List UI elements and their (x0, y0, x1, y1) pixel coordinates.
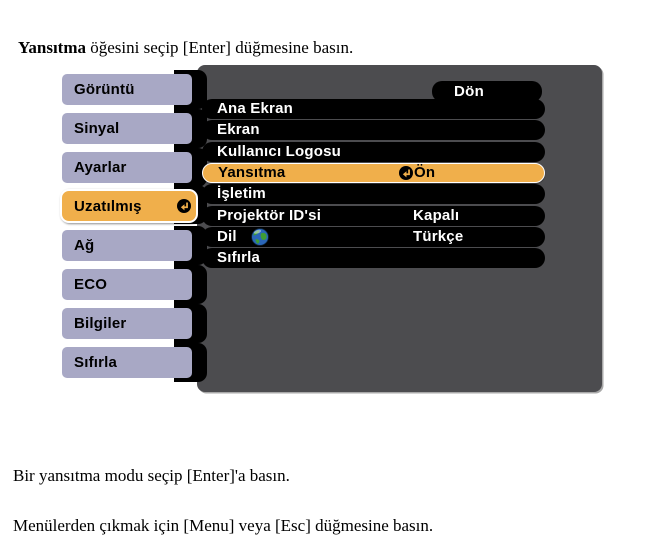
instruction-top: Yansıtma öğesini seçip [Enter] düğmesine… (18, 38, 353, 58)
menu-row-value: Kapalı (413, 207, 460, 224)
sidebar-item-sinyal[interactable]: Sinyal (62, 113, 192, 144)
sidebar-item-goruntu[interactable]: Görüntü (62, 74, 192, 105)
menu-row-value-group: Türkçe (413, 227, 463, 247)
menu-row-value-group: Kapalı (413, 206, 459, 226)
menu-row-kullanici-logosu[interactable]: Kullanıcı Logosu (202, 142, 545, 162)
instruction-middle: Bir yansıtma modu seçip [Enter]'a basın. (13, 466, 290, 485)
instruction-top-rest: öğesini seçip [Enter] düğmesine basın. (86, 38, 354, 57)
sidebar-item-label: Sinyal (74, 120, 120, 137)
sidebar-item-label: Görüntü (74, 81, 135, 98)
menu-row-projektor-id-si[interactable]: Projektör ID'si Kapalı (202, 206, 545, 226)
enter-icon (177, 199, 191, 213)
instruction-top-bold: Yansıtma (18, 38, 87, 57)
menu-row-sifirla[interactable]: Sıfırla (202, 248, 545, 268)
menu-row-yansitma[interactable]: Yansıtma Ön (202, 163, 545, 183)
menu-row-label: Ekran (217, 121, 260, 138)
sidebar-item-label: Bilgiler (74, 315, 127, 332)
enter-icon (399, 166, 413, 180)
return-button[interactable]: Dön (432, 81, 542, 102)
sidebar-item-ag[interactable]: Ağ (62, 230, 192, 261)
sidebar-item-uzatilmis[interactable]: Uzatılmış (60, 189, 198, 223)
menu-row-ana-ekran[interactable]: Ana Ekran (202, 99, 545, 119)
menu-row-label: Projektör ID'si (217, 207, 322, 224)
menu-row-label: İşletim (217, 185, 266, 202)
sidebar-item-label: Ayarlar (74, 159, 127, 176)
menu-row-label: Dil (217, 228, 237, 245)
sidebar-item-label: Sıfırla (74, 354, 118, 371)
menu-row-label: Ana Ekran (217, 100, 293, 117)
sidebar-item-label: Uzatılmış (74, 197, 142, 215)
menu-row-value: Türkçe (413, 228, 464, 245)
globe-icon (251, 228, 269, 246)
sidebar-item-ayarlar[interactable]: Ayarlar (62, 152, 192, 183)
sidebar-item-eco[interactable]: ECO (62, 269, 192, 300)
sidebar-item-bilgiler[interactable]: Bilgiler (62, 308, 192, 339)
menu-row-dil[interactable]: Dil Türkçe (202, 227, 545, 247)
sidebar-item-label: Ağ (74, 237, 95, 254)
sidebar-item-label: ECO (74, 276, 108, 293)
menu-row-value-group: Ön (399, 163, 435, 183)
menu-row-value: Ön (414, 164, 436, 181)
menu-row-ekran[interactable]: Ekran (202, 120, 545, 140)
menu-row-label: Kullanıcı Logosu (217, 143, 342, 160)
menu-row-label: Sıfırla (217, 249, 261, 266)
menu-row-i-sletim[interactable]: İşletim (202, 184, 545, 204)
menu-row-label: Yansıtma (218, 164, 286, 181)
instruction-bottom: Menülerden çıkmak için [Menu] veya [Esc]… (13, 516, 434, 535)
sidebar-item-sifirla[interactable]: Sıfırla (62, 347, 192, 378)
